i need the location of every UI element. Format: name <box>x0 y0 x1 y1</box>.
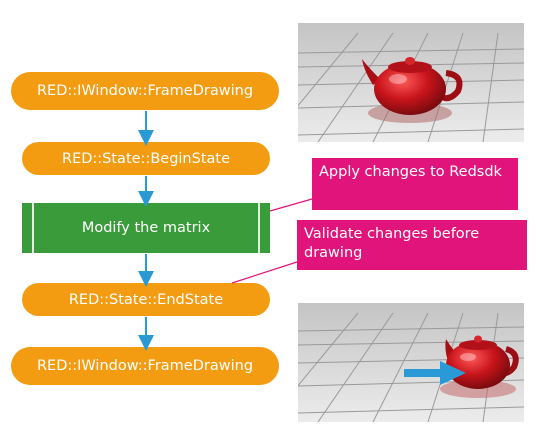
apply-changes-note: Apply changes to Redsdk <box>312 158 518 210</box>
validate-changes-text: Validate changes before drawing <box>304 226 480 261</box>
apply-note-connector <box>269 198 313 212</box>
teapot-scene-bottom <box>298 303 524 422</box>
teapot-scene-top <box>298 23 524 142</box>
validate-changes-note: Validate changes before drawing <box>297 220 527 270</box>
end-state-node: RED::State::EndState <box>22 283 270 316</box>
frame-drawing-node-1: RED::IWindow::FrameDrawing <box>11 72 279 110</box>
process-bar-right <box>258 203 260 253</box>
process-bar-left <box>32 203 34 253</box>
apply-changes-text: Apply changes to Redsdk <box>319 164 502 180</box>
frame-drawing-label-1: RED::IWindow::FrameDrawing <box>36 83 254 99</box>
blue-arrow-icon <box>404 361 466 385</box>
frame-drawing-node-2: RED::IWindow::FrameDrawing <box>11 347 279 385</box>
modify-matrix-label: Modify the matrix <box>81 220 211 236</box>
modify-matrix-node: Modify the matrix <box>22 203 270 253</box>
teapot-render-bottom <box>298 303 524 422</box>
begin-state-label: RED::State::BeginState <box>62 150 230 167</box>
frame-drawing-label-2: RED::IWindow::FrameDrawing <box>36 358 254 374</box>
validate-note-connector <box>231 261 298 284</box>
end-state-label: RED::State::EndState <box>68 291 224 308</box>
begin-state-node: RED::State::BeginState <box>22 142 270 175</box>
teapot-render-top <box>298 23 524 142</box>
